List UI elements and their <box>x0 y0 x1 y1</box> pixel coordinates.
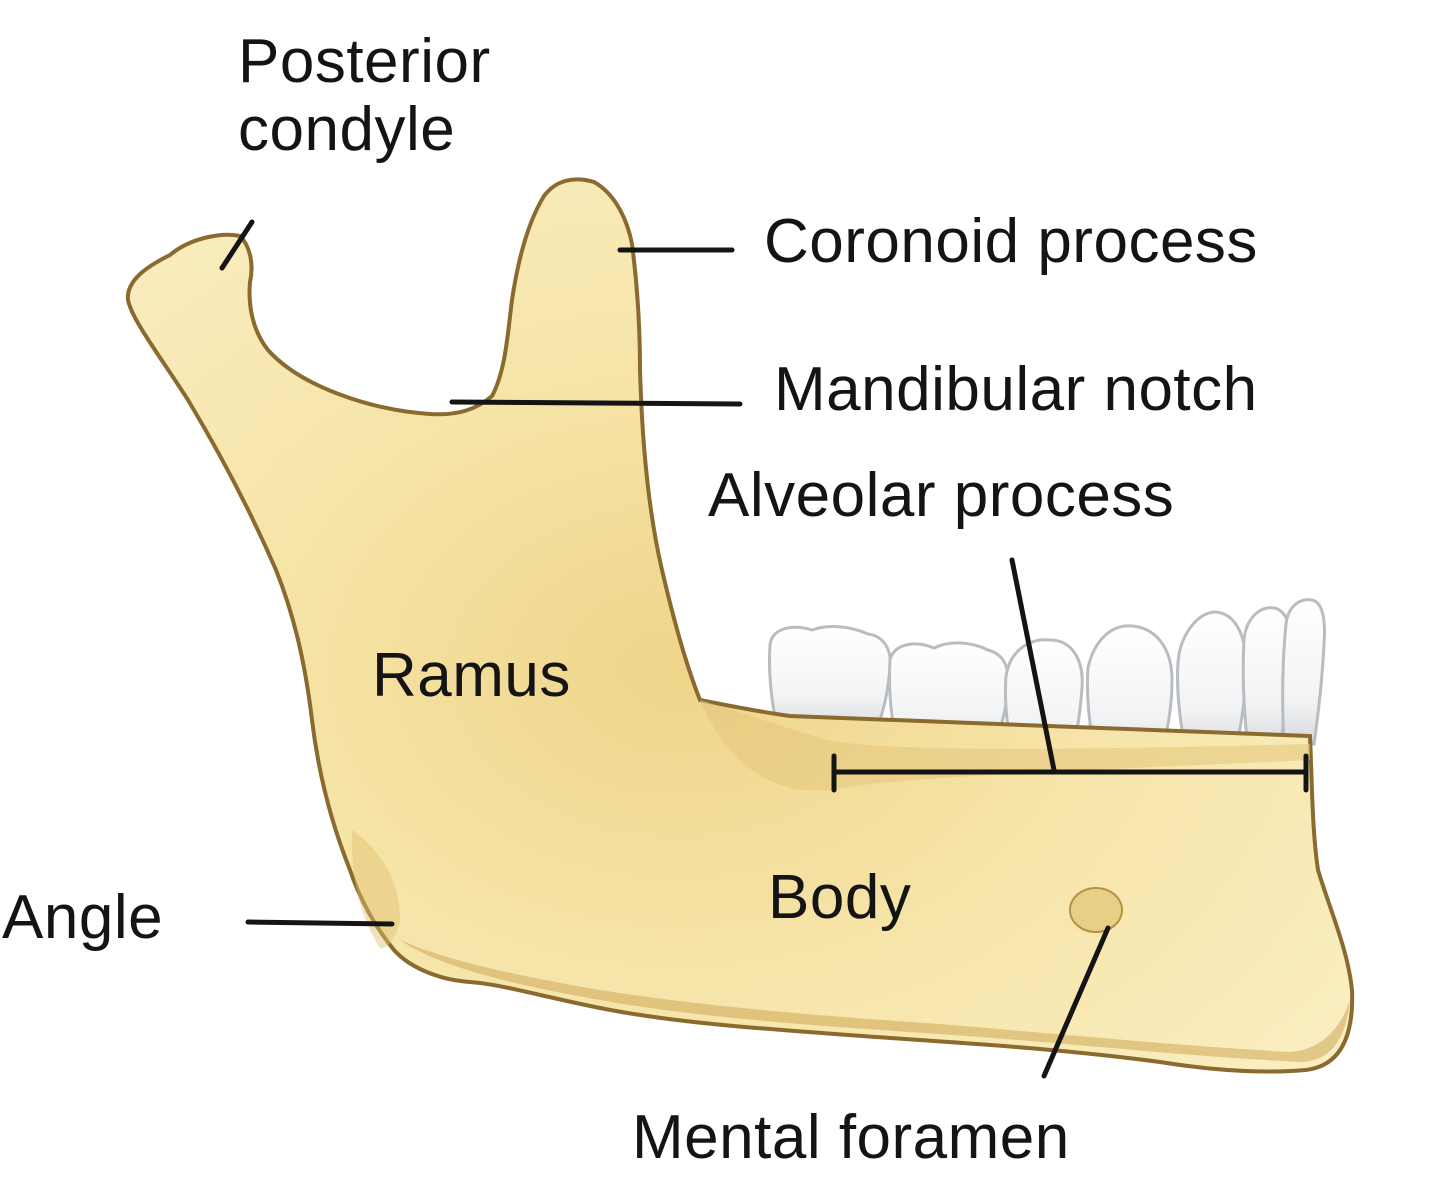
label-angle: Angle <box>2 883 164 952</box>
label-posterior-condyle: Posterior condyle <box>238 27 491 165</box>
label-mandibular-notch: Mandibular notch <box>774 355 1258 424</box>
label-body: Body <box>768 863 912 932</box>
leader-angle <box>245 919 395 927</box>
mandible-bone <box>125 177 1355 1074</box>
label-posterior-condyle-line-2: condyle <box>238 95 456 165</box>
angle-bump-shade <box>351 830 400 949</box>
leader-mandibular-notch <box>449 399 743 407</box>
label-ramus: Ramus <box>372 641 571 710</box>
leader-alveolar-process <box>1009 557 1057 773</box>
leader-posterior-condyle <box>219 219 255 271</box>
mental-foramen-hole <box>1069 887 1123 933</box>
leader-mental-foramen <box>1041 925 1111 1079</box>
label-alveolar-process: Alveolar process <box>708 461 1175 530</box>
label-mental-foramen: Mental foramen <box>632 1103 1070 1172</box>
incisor-tooth <box>1281 598 1326 746</box>
alveolar-ridge-shadow <box>700 700 1310 791</box>
label-coronoid-process: Coronoid process <box>764 207 1258 276</box>
leader-lines <box>219 219 1309 1079</box>
label-posterior-condyle-line-1: Posterior <box>238 27 491 96</box>
